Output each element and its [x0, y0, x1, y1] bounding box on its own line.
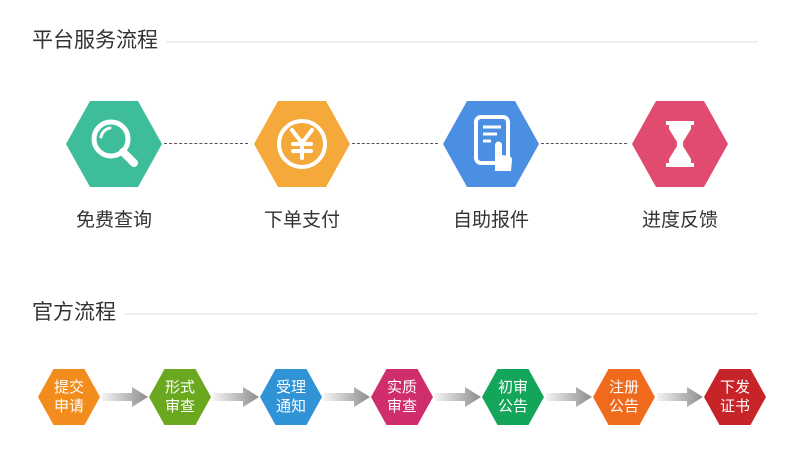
step-query-hexagon[interactable] [66, 101, 162, 187]
official-step-formal-review[interactable]: 形式审查 [149, 369, 211, 425]
arrow-icon [102, 387, 148, 407]
connector-line [352, 143, 438, 144]
official-step-preliminary-notice[interactable]: 初审公告 [482, 369, 544, 425]
official-step-label: 实质审查 [386, 378, 417, 415]
official-step-label: 受理通知 [275, 378, 306, 415]
magnifier-icon [91, 119, 138, 167]
arrow-icon [546, 387, 592, 407]
official-step-label: 下发证书 [719, 378, 750, 415]
arrow-icon [324, 387, 370, 407]
official-step-apply[interactable]: 提交申请 [38, 369, 100, 425]
step-label-feedback: 进度反馈 [641, 209, 718, 231]
yen-coin-icon [277, 119, 327, 169]
step-payment-hexagon[interactable] [254, 101, 350, 187]
step-label-submit: 自助报件 [452, 209, 529, 231]
official-step-label: 初审公告 [497, 378, 528, 415]
section-title-platform: 平台服务流程 [32, 30, 166, 51]
official-step-substantive-review[interactable]: 实质审查 [371, 369, 433, 425]
connector-line [541, 143, 627, 144]
section-divider [160, 41, 758, 43]
step-submit-hexagon[interactable] [443, 101, 539, 187]
section-divider [120, 313, 758, 315]
section-title-official: 官方流程 [32, 302, 124, 323]
official-step-label: 提交申请 [53, 378, 84, 415]
touch-document-icon [474, 115, 513, 171]
official-step-label: 形式审查 [164, 378, 195, 415]
official-step-registration-notice[interactable]: 注册公告 [593, 369, 655, 425]
step-feedback-hexagon[interactable] [632, 101, 728, 187]
official-step-acceptance[interactable]: 受理通知 [260, 369, 322, 425]
step-label-query: 免费查询 [75, 209, 152, 231]
arrow-icon [213, 387, 259, 407]
official-step-label: 注册公告 [608, 378, 639, 415]
connector-line [164, 143, 248, 144]
step-label-payment: 下单支付 [263, 209, 340, 231]
official-step-certificate[interactable]: 下发证书 [704, 369, 766, 425]
arrow-icon [435, 387, 481, 407]
hourglass-icon [666, 121, 694, 167]
arrow-icon [657, 387, 703, 407]
